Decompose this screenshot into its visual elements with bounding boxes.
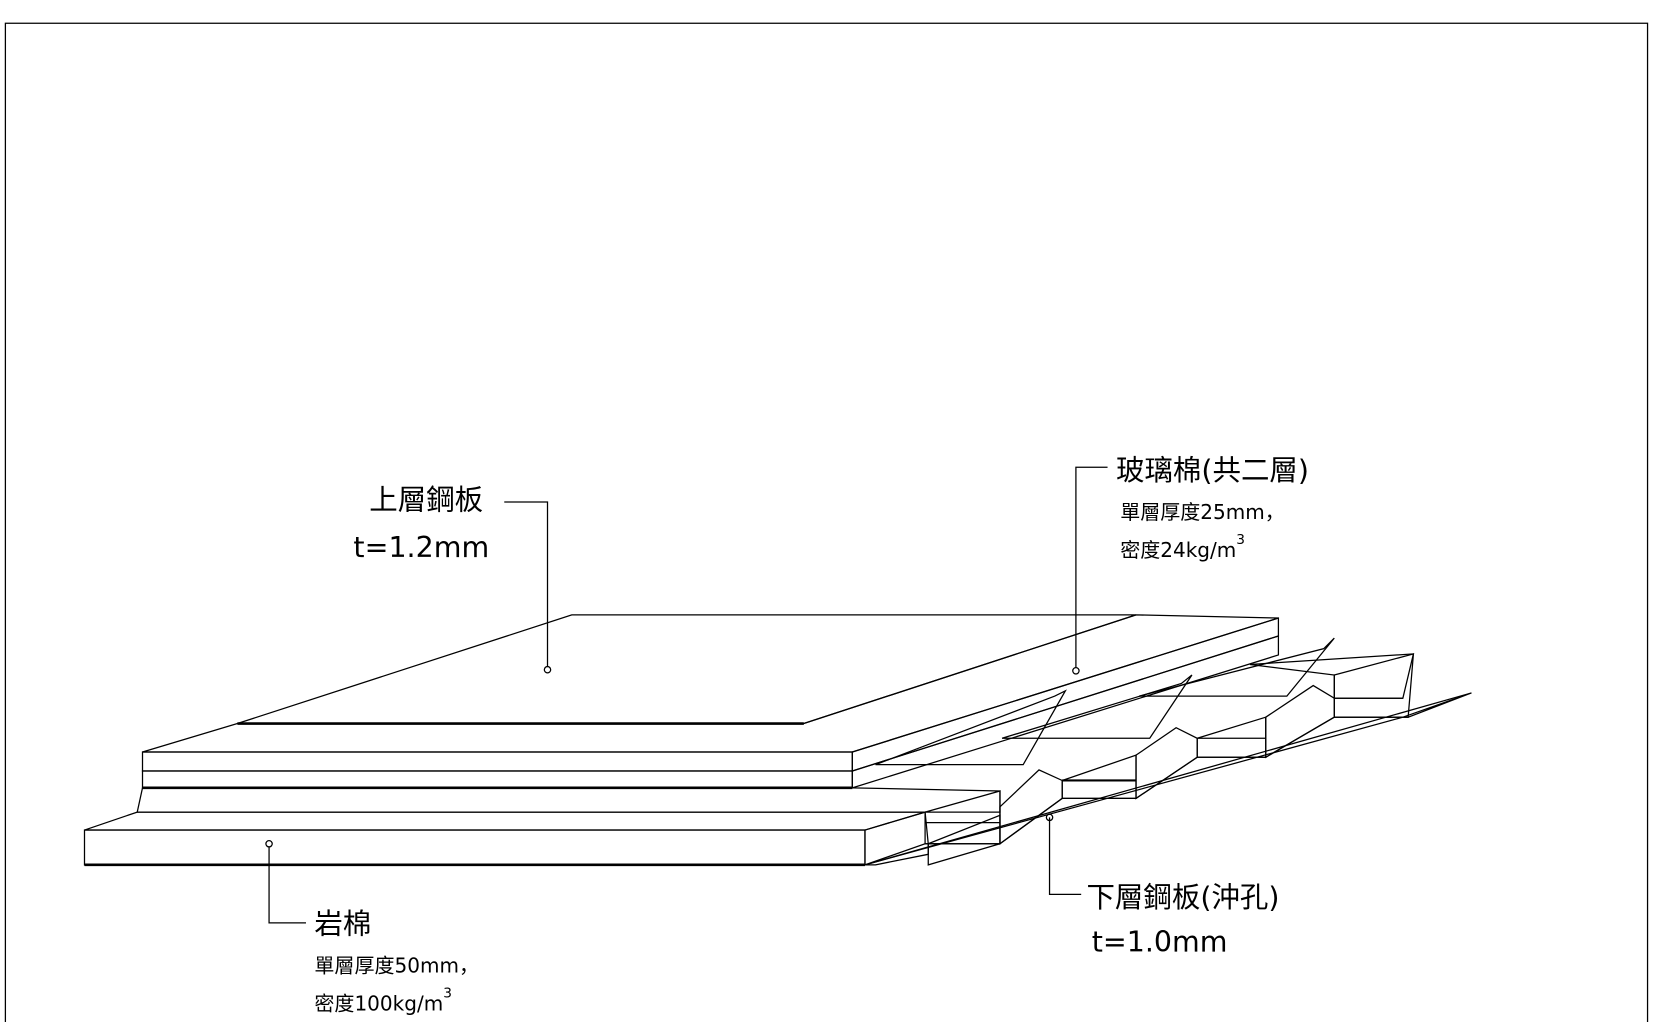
glass-wool-density: 密度24kg/m3 [1120,532,1245,562]
top-plate-name: 上層鋼板 [369,483,483,516]
glass-wool-name: 玻璃棉(共二層) [1116,454,1309,487]
rib-1 [924,790,1001,845]
leader-point-icon [265,839,273,848]
glass-wool-layers [141,614,1280,789]
leader-point-icon [1072,666,1080,675]
callout-rock-wool: 岩棉 單層厚度50mm， 密度100kg/m3 [265,839,479,1016]
air-gap [136,787,1001,813]
rock-wool-layer [83,811,929,867]
bottom-plate-thickness: t=1.0mm [1092,925,1228,958]
callout-glass-wool: 玻璃棉(共二層) 單層厚度25mm， 密度24kg/m3 [1072,454,1309,675]
rock-wool-thickness: 單層厚度50mm， [314,953,479,977]
rock-wool-name: 岩棉 [314,907,371,940]
leader-point-icon [543,665,552,674]
bottom-steel-plate [864,637,1472,866]
rib-2 [1061,754,1137,800]
drawing-frame [4,22,1649,1022]
glass-wool-thickness: 單層厚度25mm， [1120,500,1285,524]
callout-top-plate: 上層鋼板 t=1.2mm [353,483,552,674]
rock-wool-density: 密度100kg/m3 [314,986,451,1016]
callout-bottom-plate: 下層鋼板(沖孔) t=1.0mm [1045,813,1279,958]
bottom-plate-name: 下層鋼板(沖孔) [1086,881,1279,914]
rib-4 [1249,653,1415,718]
rib-3 [1196,716,1267,758]
leader-point-icon [1045,813,1054,822]
top-plate-thickness: t=1.2mm [353,531,489,564]
top-steel-plate [237,614,1137,725]
